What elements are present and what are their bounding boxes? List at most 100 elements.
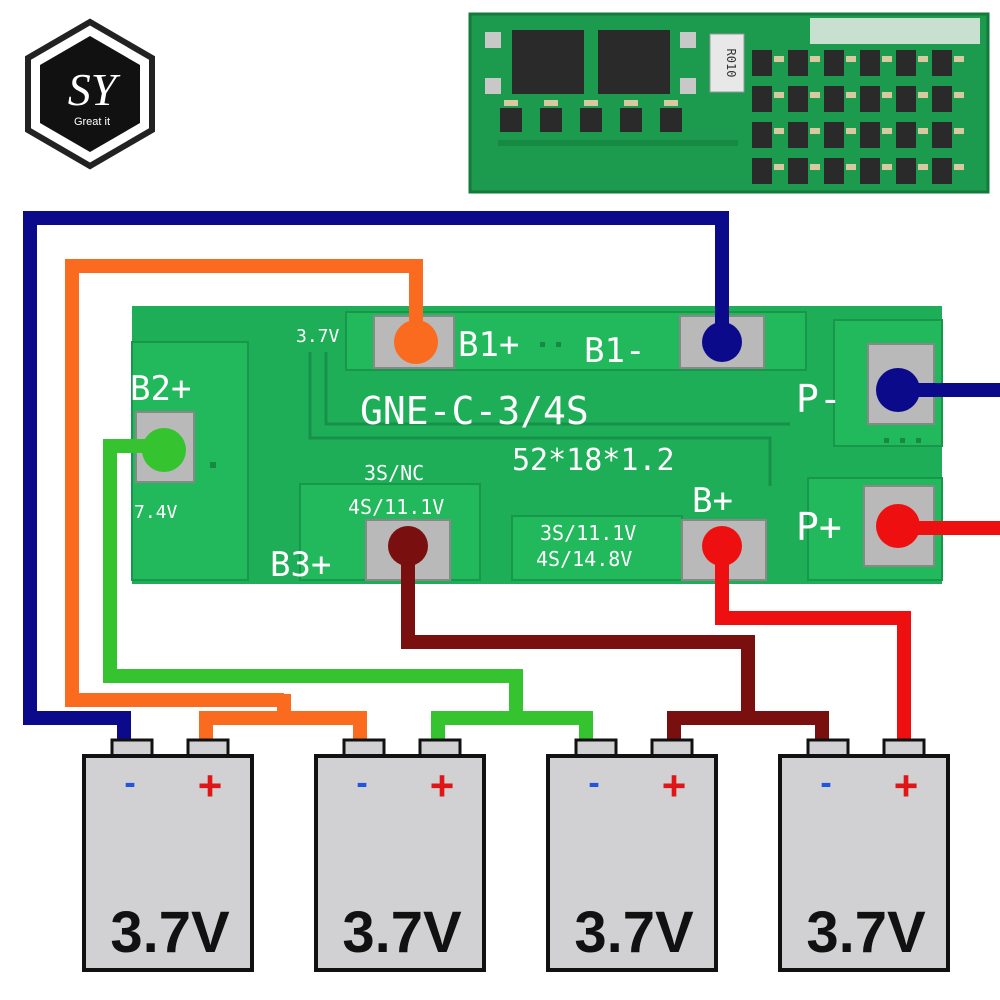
photo-chip — [580, 108, 602, 132]
battery-2: -+3.7V — [314, 738, 486, 972]
wire-b-plus — [715, 546, 911, 740]
wire-b1-plus-branch — [199, 711, 367, 740]
battery-body — [546, 754, 718, 972]
logo-mark: SY — [68, 64, 121, 115]
battery-voltage: 3.7V — [342, 900, 462, 965]
photo-chip — [932, 86, 952, 112]
photo-resistor — [774, 56, 784, 62]
photo-resistor — [774, 128, 784, 134]
wire-b2-plus-branch — [431, 711, 593, 740]
battery-voltage: 3.7V — [574, 900, 694, 965]
photo-resistor — [954, 56, 964, 62]
photo-chip — [788, 86, 808, 112]
photo-chip — [752, 50, 772, 76]
photo-chip — [932, 50, 952, 76]
photo-resistor — [954, 92, 964, 98]
photo-chip — [824, 86, 844, 112]
board-model: GNE-C-3/4S — [360, 389, 589, 433]
photo-resistor — [882, 92, 892, 98]
photo-resistor — [810, 164, 820, 170]
wire-b3-plus — [401, 546, 755, 718]
photo-resistor — [954, 164, 964, 170]
battery-minus-sign: - — [588, 764, 599, 802]
battery-plus-sign: + — [198, 762, 223, 809]
battery-pack: -+3.7V-+3.7V-+3.7V-+3.7V — [82, 738, 950, 972]
battery-3: - +3.7V — [546, 738, 718, 972]
photo-resistor — [846, 56, 856, 62]
battery-body — [778, 754, 950, 972]
battery-minus-sign: - — [124, 764, 135, 802]
resistor-code: R010 — [724, 49, 738, 78]
photo-resistor — [918, 56, 928, 62]
photo-chip — [500, 108, 522, 132]
photo-resistor — [882, 128, 892, 134]
photo-resistor — [810, 56, 820, 62]
photo-chip — [660, 108, 682, 132]
photo-chip — [896, 122, 916, 148]
photo-resistor — [882, 164, 892, 170]
photo-chip — [824, 50, 844, 76]
photo-resistor — [584, 100, 598, 106]
battery-4: - +3.7V — [778, 738, 950, 972]
label-7-4v: 7.4V — [134, 502, 178, 523]
brand-logo: SY Great it — [25, 18, 155, 170]
photo-chip — [788, 50, 808, 76]
label-4s-14-8v: 4S/14.8V — [536, 547, 632, 571]
photo-resistor — [918, 128, 928, 134]
battery-1: - +3.7V — [82, 738, 254, 972]
photo-resistor — [846, 92, 856, 98]
photo-chip — [540, 108, 562, 132]
photo-chip — [860, 158, 880, 184]
battery-voltage: 3.7V — [806, 900, 926, 965]
label-p-minus: P- — [796, 377, 842, 421]
photo-chip — [824, 158, 844, 184]
photo-chip — [896, 158, 916, 184]
photo-chip — [860, 50, 880, 76]
photo-resistor — [810, 92, 820, 98]
label-3s-11-1v: 3S/11.1V — [540, 521, 636, 545]
photo-chip — [752, 86, 772, 112]
battery-body — [82, 754, 254, 972]
photo-resistor — [954, 128, 964, 134]
board-size: 52*18*1.2 — [512, 443, 675, 478]
photo-chip — [788, 158, 808, 184]
photo-resistor — [664, 100, 678, 106]
photo-chip — [752, 122, 772, 148]
protection-board: 3.7V B1+ B1- B2+ GNE-C-3/4S 52*18*1.2 7.… — [130, 306, 943, 585]
photo-chip — [932, 158, 952, 184]
battery-minus-sign: - — [820, 764, 831, 802]
photo-resistor — [918, 164, 928, 170]
photo-resistor — [544, 100, 558, 106]
photo-resistor — [774, 92, 784, 98]
battery-voltage: 3.7V — [110, 900, 230, 965]
battery-body — [314, 754, 486, 972]
wire-b1-minus — [23, 211, 729, 740]
photo-chip — [860, 86, 880, 112]
photo-chip — [896, 86, 916, 112]
label-b3-plus: B3+ — [270, 545, 331, 585]
photo-chip — [788, 122, 808, 148]
label-b2-plus: B2+ — [130, 369, 191, 409]
label-b1-minus: B1- — [584, 331, 645, 371]
photo-resistor — [918, 92, 928, 98]
wire-b2-plus — [103, 439, 523, 718]
battery-plus-sign: + — [662, 762, 687, 809]
wire-b3-plus-branch — [667, 711, 829, 740]
photo-resistor — [846, 164, 856, 170]
label-b-plus: B+ — [692, 481, 733, 521]
photo-chip — [620, 108, 642, 132]
battery-plus-sign: + — [894, 762, 919, 809]
photo-chip — [932, 122, 952, 148]
solder-points — [142, 320, 920, 566]
photo-chip — [824, 122, 844, 148]
label-p-plus: P+ — [796, 505, 842, 549]
wire-b1-plus — [65, 259, 423, 707]
photo-resistor — [810, 128, 820, 134]
pcb-photo: R010 — [468, 12, 990, 194]
photo-chip — [860, 122, 880, 148]
battery-plus-sign: + — [430, 762, 455, 809]
photo-components — [500, 50, 964, 184]
photo-resistor — [846, 128, 856, 134]
